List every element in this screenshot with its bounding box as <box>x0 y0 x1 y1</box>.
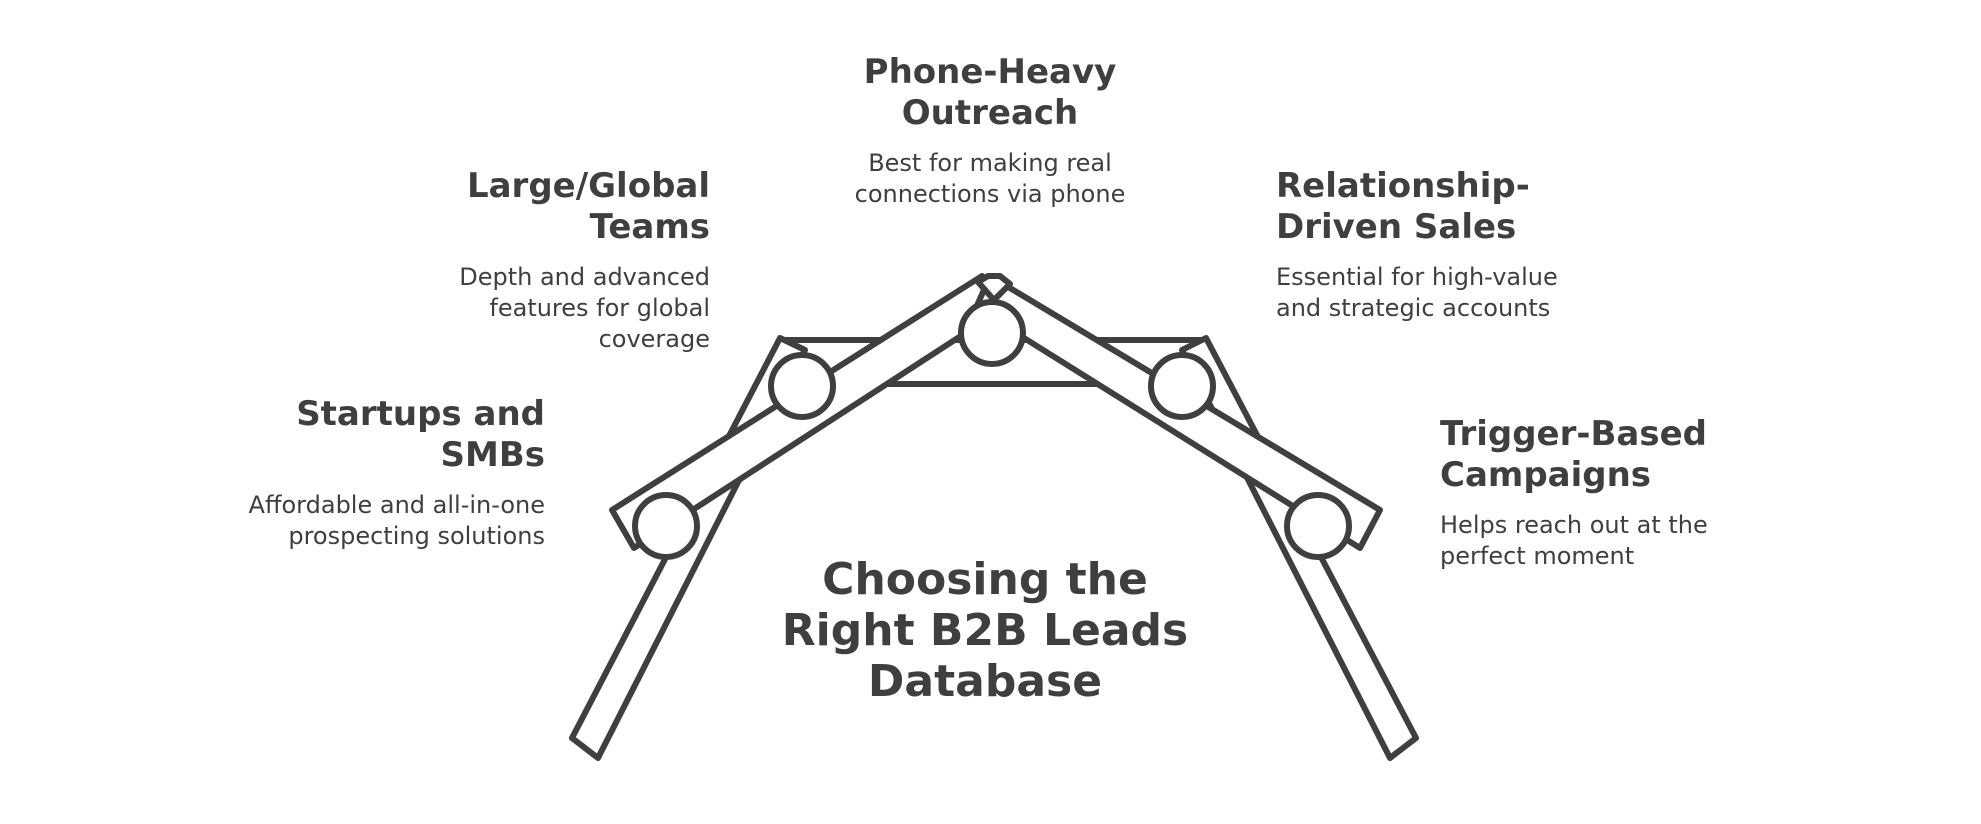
node-phone-heavy: Phone-Heavy Outreach Best for making rea… <box>840 52 1140 210</box>
joint-apex <box>958 299 1026 367</box>
node-trigger-based: Trigger-Based Campaigns Helps reach out … <box>1440 414 1730 572</box>
node-title: Relationship-Driven Sales <box>1276 166 1530 247</box>
joint-left-upper <box>768 352 836 420</box>
node-description: Depth and advanced features for global c… <box>459 263 710 353</box>
node-description: Best for making real connections via pho… <box>854 149 1126 208</box>
node-title: Large/Global Teams <box>466 166 710 247</box>
apex-cap <box>975 273 1013 303</box>
node-description: Essential for high-value and strategic a… <box>1276 263 1558 322</box>
diagram-title: Choosing the Right B2B Leads Database <box>781 554 1189 707</box>
node-title: Phone-Heavy Outreach <box>863 52 1117 133</box>
node-description: Affordable and all-in-one prospecting so… <box>248 491 545 550</box>
node-large-global: Large/Global Teams Depth and advanced fe… <box>420 166 710 355</box>
node-startups: Startups and SMBs Affordable and all-in-… <box>240 394 545 552</box>
node-description: Helps reach out at the perfect moment <box>1440 511 1708 570</box>
joint-right-bottom <box>1284 492 1352 560</box>
joint-left-bottom <box>632 492 700 560</box>
node-title: Trigger-Based Campaigns <box>1440 414 1707 495</box>
node-relationship-driven: Relationship-Driven Sales Essential for … <box>1276 166 1566 324</box>
node-title: Startups and SMBs <box>296 394 545 475</box>
joint-right-upper <box>1148 352 1216 420</box>
